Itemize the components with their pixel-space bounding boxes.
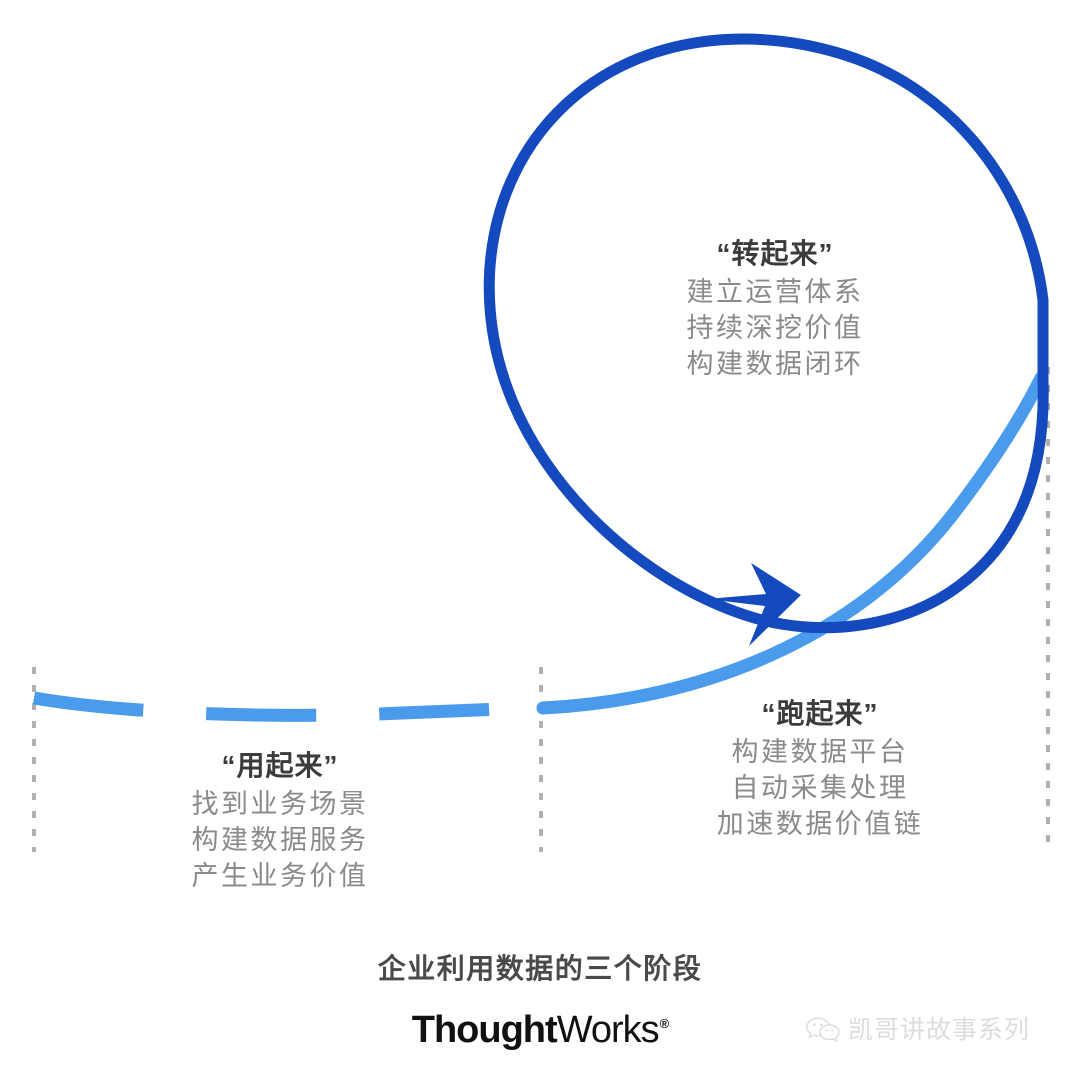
wechat-icon <box>806 1017 840 1043</box>
stage-line-pao-3: 加速数据价值链 <box>716 809 924 839</box>
wechat-watermark: 凯哥讲故事系列 <box>806 1017 1030 1044</box>
diagram-caption: 企业利用数据的三个阶段 <box>377 953 703 984</box>
logo-bold-part: Thought <box>411 1009 558 1051</box>
stage1-dashed-line <box>32 691 501 722</box>
stage-block-zhuan: “转起来” 建立运营体系 持续深挖价值 构建数据闭环 <box>585 240 965 387</box>
stage-block-pao: “跑起来” 构建数据平台 自动采集处理 加速数据价值链 <box>650 700 990 847</box>
stage-title-zhuan: “转起来” <box>716 238 834 269</box>
stage-title-pao: “跑起来” <box>761 698 879 729</box>
logo-regular-part: Works <box>556 1009 660 1051</box>
loop-arrowhead <box>706 563 801 646</box>
stage-line-zhuan-3: 构建数据闭环 <box>686 349 864 379</box>
stage-line-yong-3: 产生业务价值 <box>191 861 369 891</box>
stage-title-yong: “用起来” <box>221 750 339 781</box>
stage-line-yong-2: 构建数据服务 <box>191 825 369 855</box>
registered-trademark-icon: ® <box>659 1016 670 1031</box>
stage-line-zhuan-2: 持续深挖价值 <box>686 313 864 343</box>
stage-line-yong-1: 找到业务场景 <box>191 789 369 819</box>
wechat-account-name: 凯哥讲故事系列 <box>848 1016 1031 1044</box>
stage2-growth-curve <box>536 371 1048 715</box>
stage-line-zhuan-1: 建立运营体系 <box>686 277 864 307</box>
stage-line-pao-2: 自动采集处理 <box>731 773 909 803</box>
stage-block-yong: “用起来” 找到业务场景 构建数据服务 产生业务价值 <box>110 752 450 899</box>
thoughtworks-logo: ThoughtWorks® <box>0 1011 1080 1049</box>
stage-line-pao-1: 构建数据平台 <box>731 737 909 767</box>
